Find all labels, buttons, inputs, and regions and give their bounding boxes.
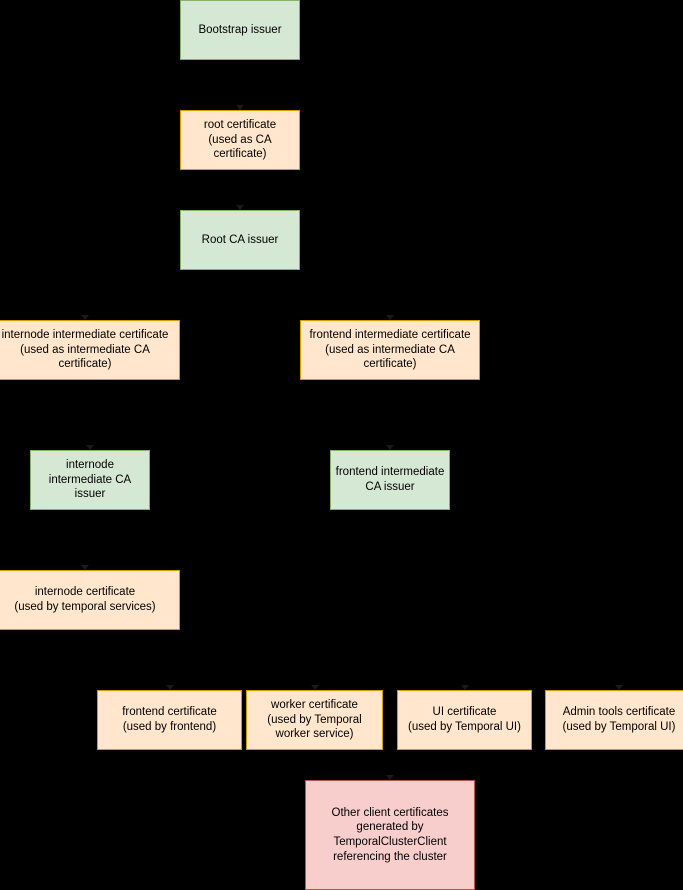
edge-arrowhead: [386, 775, 394, 780]
node-label: frontend intermediate certificate (used …: [309, 328, 471, 371]
node-admin-tools-certificate[interactable]: Admin tools certificate (used by Tempora…: [545, 690, 683, 750]
edge-arrowhead: [165, 685, 174, 690]
edge-arrowhead: [310, 685, 319, 690]
edge-arrowhead: [81, 315, 89, 320]
edge-arrowhead: [236, 205, 244, 210]
edge-arrowhead: [81, 565, 89, 570]
node-label: UI certificate (used by Temporal UI): [408, 706, 521, 733]
edge-arrowhead: [386, 445, 394, 450]
edge-arrowhead: [86, 445, 94, 450]
edge-arrowhead: [386, 315, 394, 320]
node-bootstrap-issuer[interactable]: Bootstrap issuer: [180, 0, 300, 60]
node-root-ca-issuer[interactable]: Root CA issuer: [180, 210, 300, 270]
node-other-client-certificates[interactable]: Other client certificates generated by T…: [305, 780, 475, 890]
edge-arrowhead: [460, 685, 469, 690]
node-frontend-intermediate-certificate[interactable]: frontend intermediate certificate (used …: [300, 320, 480, 380]
node-label: Root CA issuer: [201, 233, 279, 246]
node-internode-certificate[interactable]: internode certificate (used by temporal …: [0, 570, 180, 630]
edge-arrowhead: [236, 105, 244, 110]
node-label: frontend intermediate CA issuer: [335, 466, 445, 493]
node-label: internode intermediate certificate (used…: [1, 328, 169, 371]
node-label: Admin tools certificate (used by Tempora…: [562, 706, 676, 733]
node-frontend-certificate[interactable]: frontend certificate (used by frontend): [97, 690, 242, 750]
node-internode-intermediate-ca-issuer[interactable]: internode intermediate CA issuer: [30, 450, 150, 510]
edge-arrowhead: [615, 685, 623, 690]
node-label: root certificate (used as CA certificate…: [203, 118, 277, 161]
node-label: internode certificate (used by temporal …: [14, 586, 156, 613]
node-ui-certificate[interactable]: UI certificate (used by Temporal UI): [397, 690, 532, 750]
node-frontend-intermediate-ca-issuer[interactable]: frontend intermediate CA issuer: [330, 450, 450, 510]
node-label: frontend certificate (used by frontend): [122, 706, 217, 733]
node-internode-intermediate-certificate[interactable]: internode intermediate certificate (used…: [0, 320, 180, 380]
node-label: internode intermediate CA issuer: [48, 458, 132, 501]
node-label: Other client certificates generated by T…: [331, 806, 449, 863]
node-label: Bootstrap issuer: [198, 23, 282, 36]
node-root-certificate[interactable]: root certificate (used as CA certificate…: [180, 110, 300, 170]
node-label: worker certificate (used by Temporal wor…: [267, 698, 362, 741]
node-worker-certificate[interactable]: worker certificate (used by Temporal wor…: [246, 690, 383, 750]
